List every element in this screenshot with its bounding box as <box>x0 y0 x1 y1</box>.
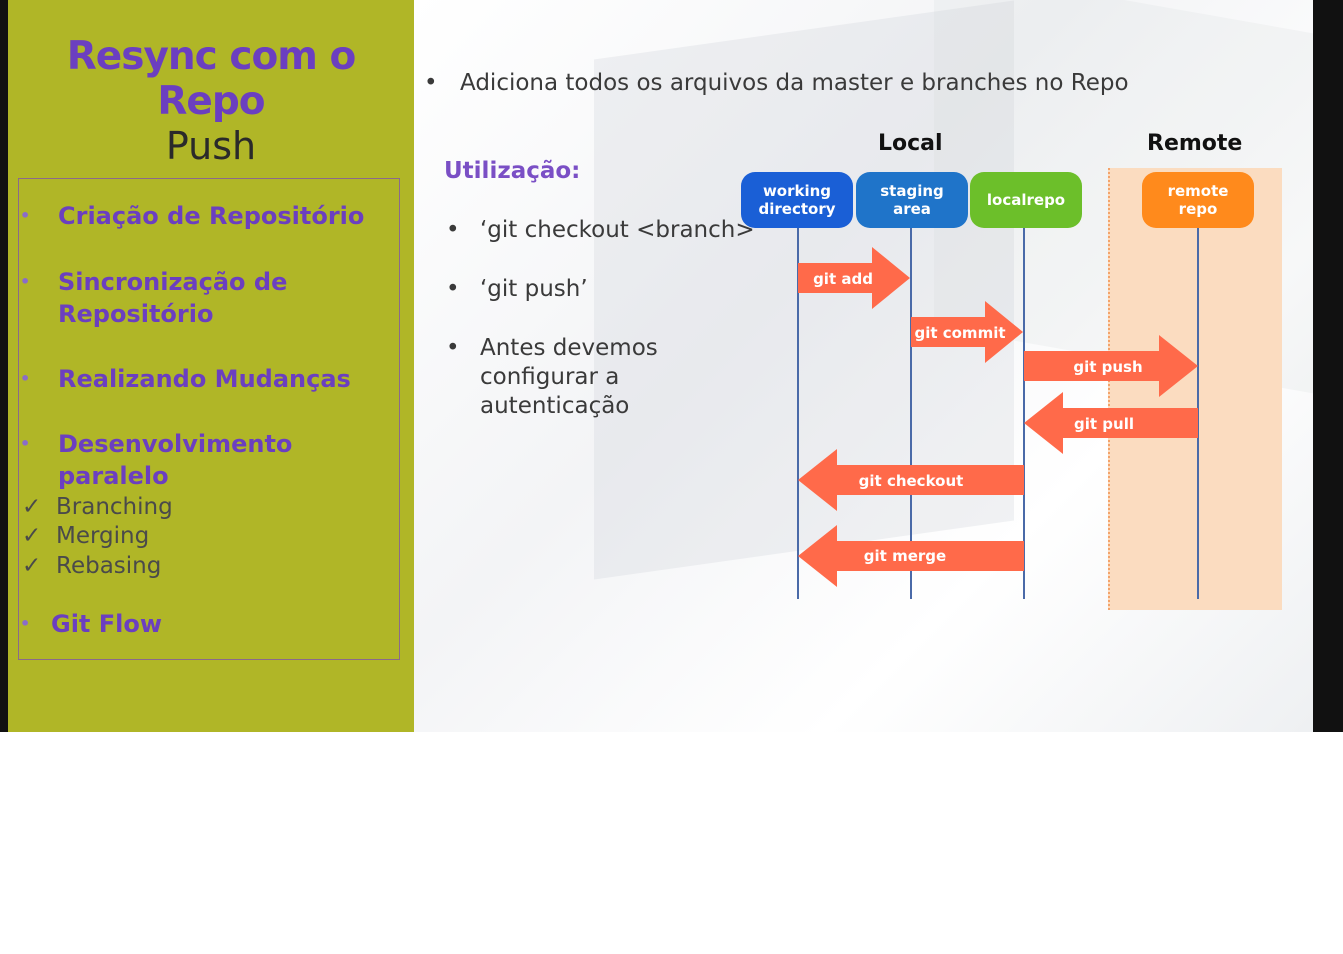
lifeline-working-directory <box>797 215 799 599</box>
bullet-icon: • <box>20 272 31 291</box>
git-add-arrow: git add <box>798 247 910 309</box>
node-staging-area: staging area <box>856 172 968 228</box>
lifeline-staging-area <box>910 215 912 599</box>
usage-text: ‘git checkout <branch> <box>480 217 755 243</box>
arrow-label: git checkout <box>859 472 964 490</box>
subtopic-label: Rebasing <box>56 553 162 579</box>
arrow-label: git commit <box>914 324 1005 342</box>
topic-label: Realizando Mudanças <box>58 365 351 393</box>
lifeline-remote-repo <box>1197 215 1199 599</box>
bullet-icon: • <box>20 206 31 225</box>
slide-subtitle: Push <box>165 124 257 168</box>
subtopic-label: Branching <box>56 494 173 520</box>
checkmark-icon: ✓ <box>22 523 42 549</box>
arrows-layer: git add git commit git push git pull git… <box>798 247 1198 587</box>
local-header: Local <box>878 131 943 156</box>
remote-zone <box>1108 168 1282 610</box>
bullet-icon: • <box>20 434 31 453</box>
git-push-arrow: git push <box>1024 335 1198 397</box>
git-merge-arrow: git merge <box>798 525 1024 587</box>
bullet-icon: • <box>20 614 31 633</box>
bullet-text: Adiciona todos os arquivos da master e b… <box>460 70 1129 96</box>
node-working-directory: working directory <box>741 172 853 228</box>
topic-label: Sincronização de Repositório <box>58 268 288 328</box>
slide-title: Resync com o Repo <box>66 34 357 124</box>
node-remote-repo: remote repo <box>1142 172 1254 228</box>
bullet-icon: • <box>446 276 460 302</box>
usage-heading: Utilização: <box>444 158 581 184</box>
lifeline-localrepo <box>1023 215 1025 599</box>
usage-text: ‘git push’ <box>480 276 588 302</box>
arrow-label: git merge <box>864 547 946 565</box>
topic-label: Desenvolvimento paralelo <box>58 430 293 490</box>
topic-label: Git Flow <box>51 610 163 638</box>
window-edge-left <box>0 0 8 732</box>
bullet-icon: • <box>424 70 438 96</box>
git-commit-arrow: git commit <box>911 301 1023 363</box>
checkmark-icon: ✓ <box>22 494 42 520</box>
arrow-label: git push <box>1073 358 1142 376</box>
arrow-label: git pull <box>1074 415 1134 433</box>
window-edge-right <box>1313 0 1343 732</box>
bullet-icon: • <box>20 369 31 388</box>
git-pull-arrow: git pull <box>1024 392 1198 454</box>
arrow-label: git add <box>813 270 873 288</box>
topics-box <box>18 178 400 660</box>
usage-text: Antes devemos configurar a autenticação <box>480 335 658 419</box>
checkmark-icon: ✓ <box>22 553 42 579</box>
slide-sidebar: Resync com o Repo Push • Criação de Repo… <box>8 0 414 732</box>
remote-header: Remote <box>1147 131 1243 156</box>
bullet-icon: • <box>446 217 460 243</box>
bullet-icon: • <box>446 335 460 361</box>
node-localrepo: localrepo <box>970 172 1082 228</box>
topic-label: Criação de Repositório <box>58 202 365 230</box>
git-workflow-diagram: Local Remote working directory staging a… <box>735 125 1295 625</box>
git-checkout-arrow: git checkout <box>798 449 1024 511</box>
subtopic-label: Merging <box>56 523 150 549</box>
